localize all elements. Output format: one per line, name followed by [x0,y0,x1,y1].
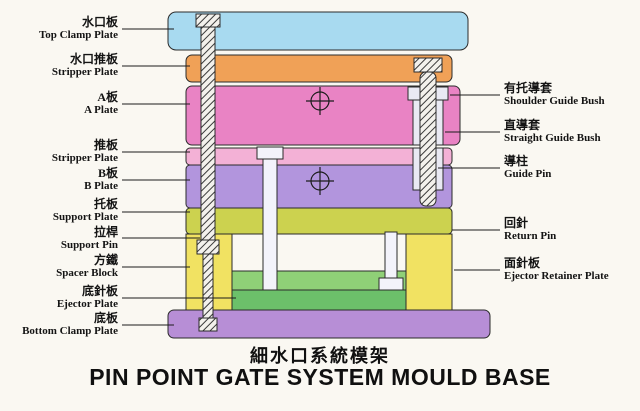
ejector-bolt-shaft [202,253,214,319]
label-support-pin-en: Support Pin [60,239,118,251]
label-support-plate-en: Support Plate [52,211,118,223]
label-support-plate: 托板 Support Plate [0,198,118,224]
label-bottom-clamp-plate-cn: 底板 [93,311,118,325]
b-plate [185,164,453,209]
stripper-plate-top [185,54,453,83]
label-shoulder-guide-bush: 有托導套 Shoulder Guide Bush [504,82,640,108]
label-ejector-plate-en: Ejector Plate [56,298,118,310]
label-ejector-retainer-plate: 面針板 Ejector Retainer Plate [504,257,640,283]
stripper-plate-mid [185,147,453,166]
label-shoulder-guide-bush-cn: 有托導套 [504,81,553,95]
label-stripper-plate-top-en: Stripper Plate [51,66,118,78]
screw-hole-symbol-a-plate [306,87,334,115]
label-b-plate-cn: B板 [97,166,118,180]
label-b-plate: B板 B Plate [0,167,118,193]
label-b-plate-en: B Plate [84,180,118,192]
label-a-plate-cn: A板 [97,90,118,104]
bottom-clamp-plate [167,309,491,339]
label-bottom-clamp-plate: 底板 Bottom Clamp Plate [0,312,118,338]
label-return-pin-en: Return Pin [504,230,557,242]
label-straight-guide-bush-en: Straight Guide Bush [504,132,601,144]
label-a-plate-en: A Plate [84,104,118,116]
label-return-pin-cn: 回針 [504,216,529,230]
title-chinese: 細水口系統模架 [250,346,390,366]
label-stripper-plate-mid-cn: 推板 [93,138,118,152]
label-straight-guide-bush-cn: 直導套 [504,118,541,132]
guide-pin-shaft [419,71,437,207]
label-stripper-plate-mid-en: Stripper Plate [51,152,118,164]
label-top-clamp-plate-en: Top Clamp Plate [38,29,118,41]
return-pin-shaft [384,231,398,279]
label-guide-pin-en: Guide Pin [504,168,552,180]
guide-pin-head [413,57,443,73]
return-pin-head [378,277,404,291]
label-guide-pin-cn: 導柱 [504,154,529,168]
a-plate [185,85,461,146]
support-pin-shaft [200,26,216,241]
label-a-plate: A板 A Plate [0,91,118,117]
label-ejector-plate-cn: 底針板 [81,284,118,298]
center-pin-shaft [262,158,278,291]
label-straight-guide-bush: 直導套 Straight Guide Bush [504,119,640,145]
label-guide-pin: 導柱 Guide Pin [504,155,640,181]
label-return-pin: 回針 Return Pin [504,217,640,243]
label-top-clamp-plate-cn: 水口板 [81,15,118,29]
label-ejector-plate: 底針板 Ejector Plate [0,285,118,311]
support-plate [185,207,453,235]
screw-hole-symbol-b-plate [306,167,334,195]
label-top-clamp-plate: 水口板 Top Clamp Plate [0,16,118,42]
ejector-plate [231,289,407,311]
support-pin-step [196,239,220,255]
label-shoulder-guide-bush-en: Shoulder Guide Bush [504,95,605,107]
support-pin-head [195,13,221,28]
label-bottom-clamp-plate-en: Bottom Clamp Plate [22,325,118,337]
label-spacer-block: 方鐵 Spacer Block [0,254,118,280]
label-stripper-plate-mid: 推板 Stripper Plate [0,139,118,165]
label-stripper-plate-top-cn: 水口推板 [69,52,118,66]
label-stripper-plate-top: 水口推板 Stripper Plate [0,53,118,79]
spacer-block-right [405,233,453,311]
label-spacer-block-en: Spacer Block [56,267,118,279]
label-support-pin: 拉桿 Support Pin [0,226,118,252]
top-clamp-plate [167,11,469,51]
label-spacer-block-cn: 方鐵 [93,253,118,267]
label-ejector-retainer-plate-cn: 面針板 [504,256,541,270]
label-support-plate-cn: 托板 [93,197,118,211]
label-ejector-retainer-plate-en: Ejector Retainer Plate [504,270,609,282]
title-english: PIN POINT GATE SYSTEM MOULD BASE [89,364,551,390]
center-pin-head [256,146,284,160]
ejector-bolt-head [198,317,218,332]
label-support-pin-cn: 拉桿 [93,225,118,239]
